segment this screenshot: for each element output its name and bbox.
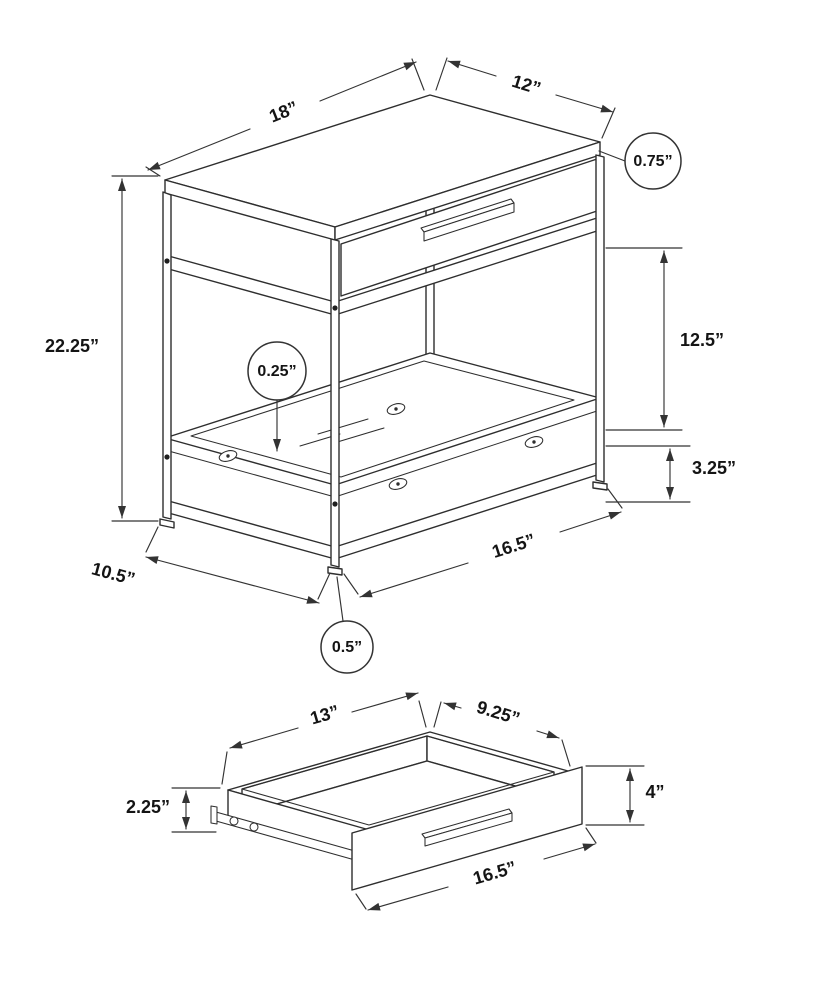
dim-clearance-label: 12.5” [680,330,724,350]
dim-base-depth-label: 10.5” [89,558,137,589]
side-table-drawing [159,94,608,576]
drawer-dimension-lines [171,692,645,911]
drawer-drawing [210,731,583,891]
dim-top-depth-label: 12” [510,71,544,99]
ext-line [585,765,645,826]
dim-line-drawer-depth [536,730,560,739]
right-leg [595,154,605,483]
shelf-clips [218,403,544,490]
dim-top-width-label: 18” [266,97,300,126]
dim-drawer-front-height-label: 4” [645,782,664,802]
ext-line [145,526,331,600]
dim-height-label: 22.25” [45,336,99,356]
table-dimension-lines [111,57,691,674]
screw [332,305,338,311]
ext-line [171,787,221,833]
front-leg [330,238,340,568]
dim-line-top-depth [447,60,497,77]
dim-line-front-width [367,886,449,911]
dim-line-base-depth [145,556,320,604]
ext-line [221,700,427,785]
leader-line [598,150,626,162]
dim-line-base-width [359,562,469,598]
left-leg [162,191,172,520]
dim-base-width-label: 16.5” [490,530,538,562]
screw [332,501,338,507]
slide-rail-roller [229,816,239,826]
front-leg-foot [327,566,343,576]
leader-line [336,576,344,622]
slide-rail-bracket [210,805,218,825]
dim-line-top-width [147,128,251,171]
glass-shelf [190,360,575,478]
dim-shelf-height-label: 3.25” [692,458,736,478]
dim-line-drawer-width [229,727,299,749]
ext-line [355,827,597,910]
left-apron-rail [164,254,336,316]
drawer-handle [423,202,515,242]
ext-line [435,57,616,139]
slide-rail-roller [249,822,259,832]
dim-line-drawer-width [351,692,419,713]
ext-line [605,445,691,503]
dim-glass-thickness-label: 0.25” [257,363,296,380]
screw [164,258,170,264]
ext-line [343,488,623,595]
ext-line [433,701,571,767]
ext-line [111,175,159,522]
tabletop-front-edge [334,141,601,241]
dim-drawer-front-width-label: 16.5” [471,857,519,888]
dim-line-top-width [319,61,417,102]
screw [164,454,170,460]
dim-drawer-width-label: 13” [308,701,341,728]
dim-line-front-width [543,843,596,860]
dim-top-thickness-label: 0.75” [633,153,672,170]
left-leg-foot [159,518,175,529]
ext-line [605,247,683,431]
drawer-front-handle [424,812,513,847]
dim-drawer-side-height-label: 2.25” [126,797,170,817]
bottom-rails-top-edge [164,461,601,548]
dim-line-base-width [559,511,622,533]
dim-line-top-depth [555,94,614,113]
right-leg-foot [592,481,608,491]
dim-line-drawer-depth [443,702,462,711]
dim-drawer-depth-label: 9.25” [474,697,522,729]
frame-screws [164,258,338,507]
dim-foot-label: 0.5” [332,639,362,656]
drawer-inner-rim [241,735,555,826]
callout-foot [320,620,374,674]
